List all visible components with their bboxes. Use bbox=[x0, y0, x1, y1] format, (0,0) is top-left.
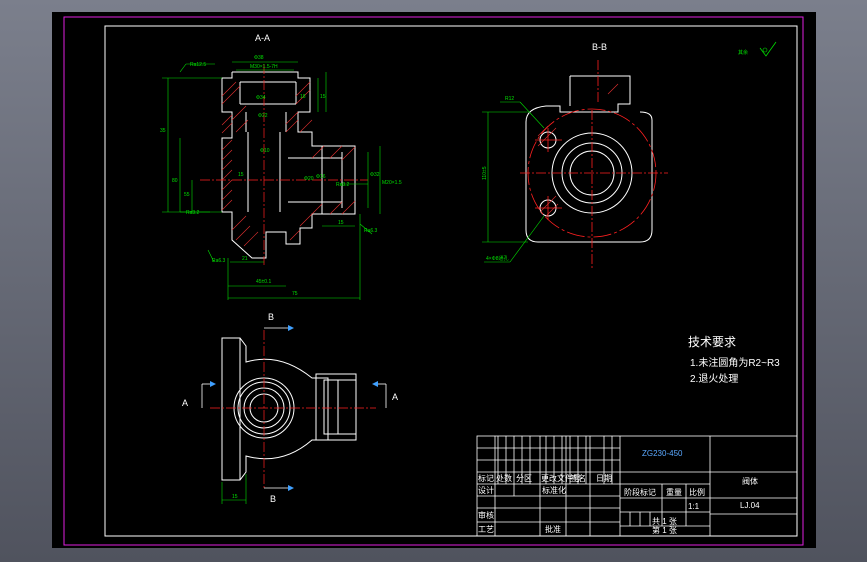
tb-drawing-no: LJ.04 bbox=[740, 501, 760, 510]
roughness-mark-1: Ra3.2 bbox=[186, 210, 200, 216]
dim-aa-9: 55 bbox=[184, 192, 190, 198]
dim-aa-8: 80 bbox=[172, 178, 178, 184]
dim-aa-14: M20×1.5 bbox=[382, 180, 402, 186]
tb-review: 审核 bbox=[478, 510, 494, 520]
title-block[interactable]: ZG230-450 阀体 LJ.04 1:1 标记 处数 分区 更改文件号 签名… bbox=[476, 435, 798, 537]
dim-aa-0: Φ38 bbox=[254, 55, 264, 61]
dim-aa-13: Φ32 bbox=[370, 172, 380, 178]
tb-stage-mark: 阶段标记 bbox=[624, 487, 656, 497]
tb-header-mark: 标记 bbox=[478, 473, 494, 483]
sheet-trim-border bbox=[63, 16, 804, 546]
tb-design: 设计 bbox=[478, 485, 494, 495]
arrow-a-right-label: A bbox=[392, 392, 398, 402]
tb-header-date: 日期 bbox=[596, 474, 612, 483]
dim-aa-6: 18 bbox=[300, 94, 306, 100]
dim-aa-10: 15 bbox=[238, 172, 244, 178]
dim-aa-1: M30×1.5-7H bbox=[250, 64, 278, 70]
tb-process: 工艺 bbox=[478, 525, 494, 534]
tb-header-change-doc: 更改文件号 bbox=[541, 473, 581, 483]
dim-bb-0: R12 bbox=[505, 96, 514, 102]
dim-aa-7: 35 bbox=[160, 128, 166, 134]
tb-weight: 重量 bbox=[666, 487, 682, 497]
tb-approve: 批准 bbox=[545, 524, 561, 534]
tb-sheets-total: 共 1 张 bbox=[652, 517, 677, 526]
dim-aa-5: 15 bbox=[320, 94, 326, 100]
dim-aa-12: Φ16 bbox=[316, 174, 326, 180]
dim-aa-11: Φ20 bbox=[304, 176, 314, 182]
roughness-mark-2: Ra3.2 bbox=[336, 182, 350, 188]
tb-header-sign: 签名 bbox=[570, 473, 586, 483]
plan-view[interactable]: A A B B 15 bbox=[182, 312, 398, 504]
roughness-general-text: 其余 bbox=[738, 49, 748, 56]
dim-aa-18: 75 bbox=[292, 291, 298, 297]
dim-aa-16: 15 bbox=[338, 220, 344, 226]
tb-material: ZG230-450 bbox=[642, 449, 683, 458]
dim-aa-2: Φ34 bbox=[256, 95, 266, 101]
tb-header-count: 处数 bbox=[496, 473, 512, 483]
tb-scale-value: 1:1 bbox=[688, 502, 700, 511]
dim-aa-15: 21 bbox=[242, 256, 248, 262]
tb-scale: 比例 bbox=[689, 487, 705, 497]
dim-aa-4: Φ10 bbox=[260, 148, 270, 154]
roughness-mark-0: Ra12.5 bbox=[190, 62, 206, 68]
arrow-b-bottom-label: B bbox=[270, 494, 276, 504]
dim-aa-17: 45±0.1 bbox=[256, 279, 271, 285]
aa-dimension-texts: Φ38 M30×1.5-7H Φ34 Φ22 Φ10 15 18 35 80 5… bbox=[160, 55, 402, 297]
arrow-b-top-label: B bbox=[268, 312, 274, 322]
technical-requirements: 技术要求 1.未注圆角为R2~R3 2.退火处理 bbox=[688, 335, 780, 385]
section-bb-label: B-B bbox=[592, 42, 607, 52]
drawing-frame bbox=[104, 25, 798, 537]
tb-header-zone: 分区 bbox=[516, 474, 532, 483]
arrow-a-left-label: A bbox=[182, 398, 188, 408]
dim-bb-1: 110±5 bbox=[482, 166, 488, 180]
tb-part-name: 阀体 bbox=[742, 476, 758, 486]
tech-req-item-1: 1.未注圆角为R2~R3 bbox=[690, 356, 780, 369]
dim-bb-2: 4×Φ8通孔 bbox=[486, 255, 508, 262]
aa-roughness-marks: Ra12.5 Ra3.2 Ra3.2 Ra6.3 Ra6.3 bbox=[186, 62, 378, 264]
section-bb-view[interactable]: B-B bbox=[482, 42, 668, 268]
tech-req-title: 技术要求 bbox=[688, 335, 736, 349]
tech-req-item-2: 2.退火处理 bbox=[690, 373, 738, 385]
general-roughness-symbol: 其余 bbox=[738, 41, 777, 57]
drawing-sheet bbox=[52, 12, 816, 548]
tb-sheet-number: 第 1 张 bbox=[652, 525, 677, 535]
dim-aa-3: Φ22 bbox=[258, 113, 268, 119]
dim-plan-0: 15 bbox=[232, 494, 238, 500]
roughness-mark-3: Ra6.3 bbox=[212, 258, 226, 264]
section-aa-label: A-A bbox=[255, 33, 270, 43]
roughness-mark-4: Ra6.3 bbox=[364, 228, 378, 234]
section-aa-view[interactable]: A-A bbox=[160, 33, 402, 300]
tb-standardization: 标准化 bbox=[542, 485, 566, 495]
